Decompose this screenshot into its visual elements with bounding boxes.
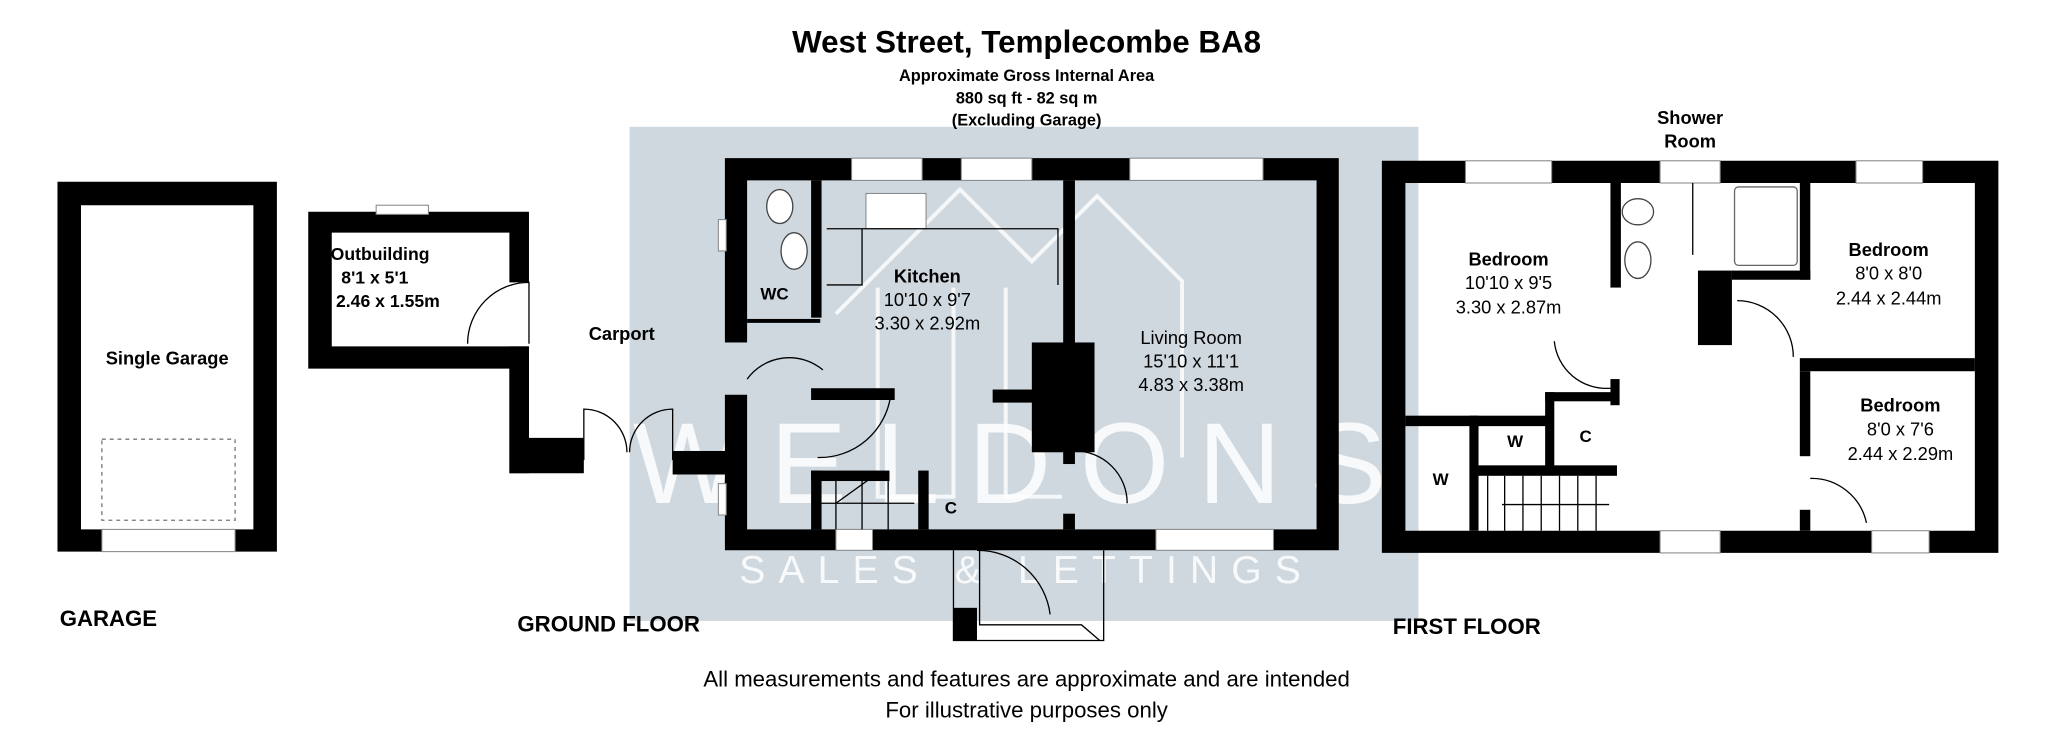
watermark-brand: WELDONS xyxy=(633,400,1415,528)
room-metric-bedroom-3: 2.44 x 2.29m xyxy=(1848,443,1954,464)
outbuilding-plan xyxy=(308,204,674,474)
room-name-bedroom-3: Bedroom xyxy=(1860,395,1940,416)
room-imperial-bedroom-2: 8'0 x 8'0 xyxy=(1855,263,1922,284)
room-metric-outbuilding: 2.46 x 1.55m xyxy=(336,291,440,311)
floor-label-first: FIRST FLOOR xyxy=(1393,614,1541,639)
room-name-living-room: Living Room xyxy=(1140,327,1242,348)
room-label-cupboard-first: C xyxy=(1580,427,1592,446)
room-label-single-garage: Single Garage xyxy=(106,348,229,369)
ground-floor-plan xyxy=(672,157,1339,642)
area-value: 880 sq ft - 82 sq m xyxy=(956,89,1098,107)
room-label-wardrobe-2: W xyxy=(1507,432,1523,451)
room-metric-kitchen: 3.30 x 2.92m xyxy=(875,312,981,333)
area-subtitle: Approximate Gross Internal Area xyxy=(899,67,1155,85)
room-label-wardrobe-1: W xyxy=(1433,470,1449,489)
room-metric-living-room: 4.83 x 3.38m xyxy=(1138,374,1244,395)
disclaimer-line1: All measurements and features are approx… xyxy=(703,666,1349,691)
disclaimer-line2: For illustrative purposes only xyxy=(885,698,1168,723)
room-label-wc: WC xyxy=(760,284,788,303)
garage-plan xyxy=(57,181,277,553)
room-imperial-kitchen: 10'10 x 9'7 xyxy=(884,289,971,310)
area-note: (Excluding Garage) xyxy=(952,111,1102,129)
room-metric-bedroom-1: 3.30 x 2.87m xyxy=(1456,297,1562,318)
first-floor-plan xyxy=(1381,160,1999,554)
room-imperial-living-room: 15'10 x 11'1 xyxy=(1143,350,1239,371)
carport-label: Carport xyxy=(589,323,655,344)
room-metric-bedroom-2: 2.44 x 2.44m xyxy=(1836,288,1942,309)
room-label-cupboard: C xyxy=(945,499,957,518)
floor-label-ground: GROUND FLOOR xyxy=(517,611,699,636)
room-imperial-outbuilding: 8'1 x 5'1 xyxy=(341,268,408,288)
room-label-shower-line2: Room xyxy=(1664,131,1716,152)
floor-label-garage: GARAGE xyxy=(60,606,157,631)
room-name-bedroom-2: Bedroom xyxy=(1849,239,1929,260)
watermark-tagline: SALES & LETTINGS xyxy=(739,549,1314,592)
room-name-kitchen: Kitchen xyxy=(894,265,961,286)
room-imperial-bedroom-3: 8'0 x 7'6 xyxy=(1867,418,1934,439)
page-title: West Street, Templecombe BA8 xyxy=(792,24,1261,59)
room-imperial-bedroom-1: 10'10 x 9'5 xyxy=(1465,272,1552,293)
room-name-bedroom-1: Bedroom xyxy=(1468,248,1548,269)
room-label-shower-line1: Shower xyxy=(1657,107,1723,128)
room-name-outbuilding: Outbuilding xyxy=(331,244,430,264)
